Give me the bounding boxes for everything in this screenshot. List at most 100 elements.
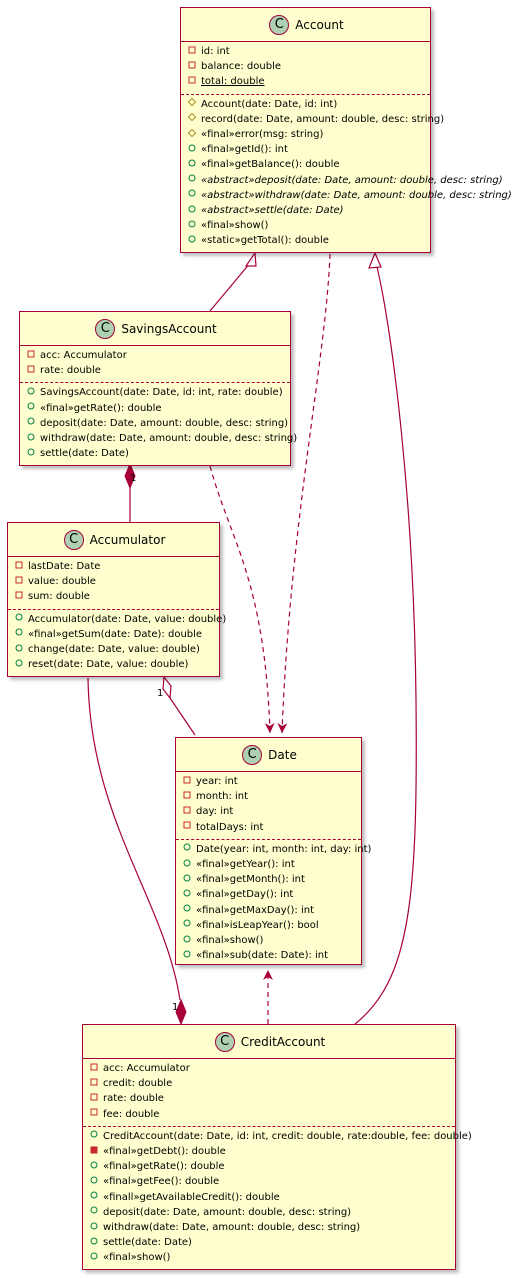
- class-method: «final»getMonth(): int: [183, 874, 305, 886]
- class-separator: [83, 1125, 455, 1127]
- public-visibility-icon: [90, 1161, 98, 1169]
- public-visibility-icon: [188, 220, 196, 228]
- method-text: «static»getTotal(): double: [201, 235, 329, 247]
- class-field: fee: double: [90, 1108, 160, 1121]
- private-visibility-icon: [183, 776, 191, 783]
- public-visibility-icon: [188, 205, 196, 212]
- method-text: reset(date: Date, value: double): [28, 659, 189, 671]
- class-field: month: int: [183, 791, 248, 803]
- method-text: record(date: Date, amount: double, desc:…: [201, 113, 445, 125]
- class-method: deposit(date: Date, amount: double, desc…: [90, 1206, 351, 1219]
- class-method: «final»getBalance(): double: [188, 159, 340, 171]
- class-field: rate: double: [27, 365, 101, 377]
- field-text: lastDate: Date: [28, 561, 101, 572]
- field-text: rate: double: [40, 365, 101, 377]
- class-field: credit: double: [90, 1078, 172, 1090]
- method-text: «final»getRate(): double: [40, 402, 162, 414]
- field-text: rate: double: [103, 1093, 164, 1105]
- class-separator: [20, 345, 290, 346]
- method-text: «final»show(): [103, 1252, 171, 1264]
- savings-depends-date: [209, 465, 275, 734]
- method-text: «final»getFee(): double: [103, 1176, 220, 1188]
- method-text: «final»getMaxDay(): int: [196, 904, 315, 916]
- method-text: «final»getBalance(): double: [201, 159, 340, 171]
- private-visibility-icon: [90, 1078, 98, 1086]
- private-visibility-icon: [90, 1108, 98, 1116]
- method-text: deposit(date: Date, amount: double, desc…: [40, 417, 289, 429]
- field-text: month: int: [196, 791, 249, 803]
- class-method: «final»getId(): int: [188, 144, 288, 156]
- class-method: settle(date: Date): [27, 448, 129, 460]
- class-badge-icon: C: [214, 1032, 235, 1052]
- method-text: Accumulator(date: Date, value: double): [28, 613, 227, 625]
- class-method: «finall»getAvailableCredit(): double: [90, 1191, 280, 1204]
- method-text: SavingsAccount(date: Date, id: int, rate…: [40, 387, 283, 399]
- field-text: id: int: [201, 46, 230, 57]
- public-visibility-icon: [90, 1176, 98, 1184]
- multiplicity-credit-acc: 1: [172, 1002, 179, 1013]
- public-visibility-icon: [15, 628, 23, 636]
- class-separator: [20, 382, 290, 384]
- class-badge-icon: C: [63, 530, 84, 550]
- private-visibility-icon: [188, 76, 196, 84]
- savings-composes-accumulator: [124, 462, 136, 522]
- method-text: «abstract»withdraw(date: Date, amount: d…: [201, 189, 512, 201]
- class-name: CreditAccount: [240, 1035, 326, 1049]
- class-badge-icon: C: [95, 319, 116, 339]
- private-visibility-icon: [188, 46, 196, 53]
- multiplicity-savings-acc: 1: [130, 473, 137, 484]
- method-text: «abstract»settle(date: Date): [201, 205, 344, 216]
- class-method: «final»show(): [183, 935, 263, 947]
- method-text: «final»getYear(): int: [196, 859, 295, 870]
- method-text: «final»getDay(): int: [196, 889, 294, 901]
- field-text: acc: Accumulator: [40, 350, 127, 361]
- class-method: «final»getDebt(): double: [90, 1146, 226, 1158]
- aggregation-diamond-icon: [162, 675, 172, 700]
- class-separator: [176, 838, 361, 840]
- field-text: total: double: [201, 76, 265, 88]
- protected-visibility-icon: [188, 128, 197, 137]
- public-visibility-icon: [27, 433, 35, 440]
- public-visibility-icon: [188, 144, 196, 152]
- class-field: day: int: [183, 806, 233, 818]
- class-method: withdraw(date: Date, amount: double, des…: [27, 433, 297, 445]
- class-field: value: double: [15, 576, 96, 588]
- private-visibility-icon: [188, 61, 196, 69]
- class-method: SavingsAccount(date: Date, id: int, rate…: [27, 387, 283, 399]
- class-method: «final»error(msg: string): [188, 128, 324, 141]
- public-visibility-icon: [27, 448, 35, 456]
- class-field: acc: Accumulator: [27, 350, 127, 362]
- class-method: «final»getMaxDay(): int: [183, 904, 315, 917]
- method-text: change(date: Date, value: double): [28, 644, 200, 655]
- field-text: value: double: [28, 576, 96, 588]
- private-visibility-icon: [183, 806, 191, 814]
- class-method: «final»getRate(): double: [90, 1161, 225, 1173]
- public-visibility-icon: [90, 1222, 98, 1229]
- public-visibility-icon: [90, 1252, 98, 1260]
- accumulator-aggregates-date: [162, 675, 196, 736]
- private-visibility-icon: [27, 365, 35, 373]
- public-visibility-icon: [183, 889, 191, 897]
- class-field: balance: double: [188, 61, 281, 73]
- public-visibility-icon: [183, 843, 191, 851]
- public-visibility-icon: [27, 387, 35, 395]
- field-text: totalDays: int: [196, 821, 264, 833]
- method-text: «final»error(msg: string): [201, 129, 324, 140]
- method-text: settle(date: Date): [103, 1237, 192, 1249]
- method-text: «final»getMonth(): int: [196, 874, 305, 886]
- public-visibility-icon: [183, 904, 191, 912]
- field-text: fee: double: [103, 1108, 160, 1120]
- composition-diamond-icon: [124, 462, 136, 490]
- public-visibility-icon: [15, 644, 23, 651]
- class-method: «abstract»withdraw(date: Date, amount: d…: [188, 189, 512, 202]
- public-visibility-icon: [188, 235, 196, 243]
- method-text: «finall»getAvailableCredit(): double: [103, 1191, 280, 1203]
- class-field: lastDate: Date: [15, 561, 100, 573]
- class-badge-icon: C: [242, 745, 263, 765]
